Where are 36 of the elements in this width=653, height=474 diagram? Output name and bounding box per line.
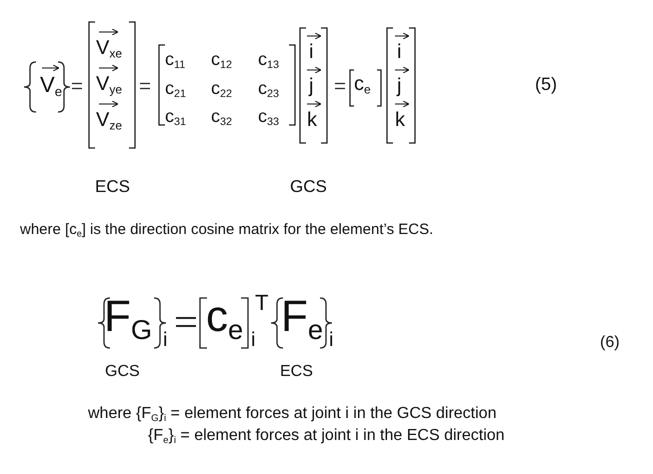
coordinate-label: GCS [105,364,140,380]
math-symbol: F$_{e}$ [281,295,324,344]
note-text: where [c$_{e}$] is the direction cosine matrix for the element’s ECS. [20,222,434,239]
matrix-entry: k [307,110,317,130]
matrix-entry: V$_{ze}$ [96,110,122,132]
note-text: where {F$_{G}$}$_{i}$ = element forces at joint i in the GCS direction [88,406,496,424]
matrix-entry: V$_{ye}$ [96,74,122,96]
matrix-entry: i [397,42,402,62]
coordinate-label: ECS [95,178,130,195]
matrix-entry: c$_{23}$ [258,79,280,100]
matrix-entry: c$_{11}$ [165,50,186,72]
matrix-entry: j [309,76,314,96]
equation-number: (6) [600,335,620,351]
math-symbol: i [163,330,168,350]
math-symbol: c$_{e}$ [354,74,371,96]
math-symbol: i [251,330,256,350]
matrix-entry: c$_{32}$ [211,107,232,128]
matrix-entry: i [309,42,314,62]
math-symbol: F$_{G}$ [104,295,152,344]
math-symbol: T [255,292,268,314]
matrix-entry: c$_{33}$ [258,107,280,128]
matrix-entry: k [395,110,405,130]
equation-number: (5) [535,75,557,93]
matrix-entry: c$_{31}$ [165,107,186,128]
math-symbol: c$_{e}$ [206,295,244,344]
matrix-entry: c$_{13}$ [258,50,280,72]
matrix-entry: c$_{12}$ [211,50,232,72]
note-text: {F$_{e}$}$_{i}$ = element forces at joint i in the ECS direction [148,428,505,446]
math-symbol: V$_{e}$ [40,74,62,98]
matrix-entry: V$_{xe}$ [96,38,122,60]
coordinate-label: GCS [290,178,327,195]
matrix-entry: c$_{21}$ [165,79,186,100]
coordinate-label: ECS [280,364,313,380]
math-symbol: i [329,330,334,350]
matrix-entry: c$_{22}$ [211,79,232,100]
matrix-entry: j [397,76,402,96]
